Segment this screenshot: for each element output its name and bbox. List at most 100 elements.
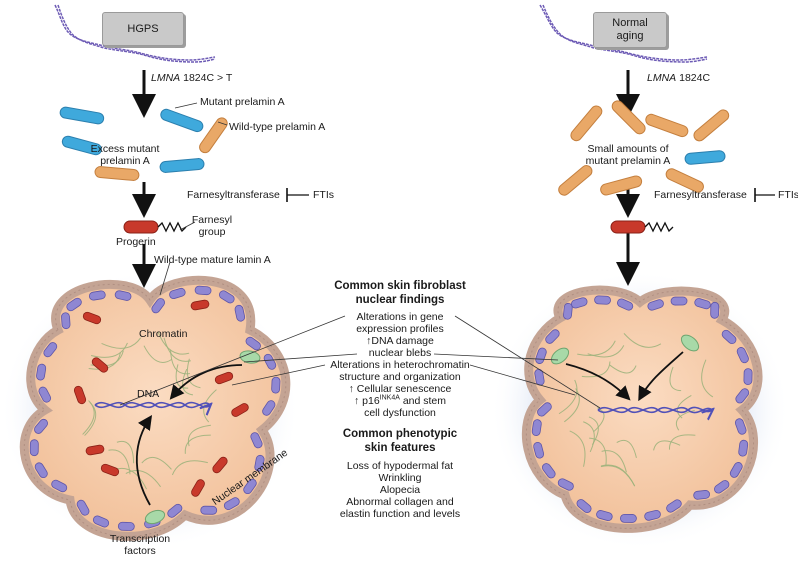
dna-label: DNA <box>137 388 160 400</box>
small-amounts-label: Small amounts of mutant prelamin A <box>578 143 678 167</box>
chromatin-fiber <box>601 450 627 473</box>
transcription-factor-r2 <box>680 334 700 352</box>
lamin-capsule <box>571 297 588 309</box>
lamin-capsule <box>545 329 560 344</box>
lamin-capsule <box>250 432 263 449</box>
chromatin-fiber <box>616 439 637 458</box>
left-gene-dna <box>54 4 216 63</box>
hgps-label: HGPS <box>127 22 159 35</box>
transcription-factors-label: Transcription factors <box>100 533 180 557</box>
finding-senescence: ↑ Cellular senescence <box>290 383 510 395</box>
feature-1: Loss of hypodermal fat <box>346 460 454 472</box>
chromatin-fiber <box>171 460 208 476</box>
chromatin-fiber <box>88 352 121 370</box>
right-gene-variant: 1824C <box>679 72 711 84</box>
left-prelamin-capsules <box>59 106 228 181</box>
lamin-capsule <box>734 418 747 435</box>
lamin-capsule <box>88 290 106 301</box>
lamin-capsule <box>245 336 261 351</box>
lamin-capsule <box>36 363 47 381</box>
feature-3: Alopecia <box>379 484 421 496</box>
feature-5: elastin function and levels <box>339 508 461 520</box>
lamin-capsule <box>254 454 265 472</box>
hgps-label-box: HGPS <box>102 12 184 46</box>
lamin-capsule <box>34 462 48 479</box>
right-gene-name: LMNA <box>647 72 677 84</box>
lamin-capsule <box>729 462 743 478</box>
progerin-molecule <box>123 220 187 234</box>
lamin-capsule <box>34 418 48 434</box>
lamin-capsule <box>533 441 545 459</box>
chromatin-fiber <box>587 345 625 358</box>
small-line2: mutant prelamin A <box>585 155 671 167</box>
right-lamin-ring <box>531 295 753 523</box>
lamin-capsule <box>710 301 720 319</box>
finding-nuclear-blebs: nuclear blebs <box>368 347 432 359</box>
chromatin-fiber <box>701 359 714 398</box>
lamin-capsule <box>76 499 90 516</box>
finding-p16: ↑ p16INK4A and stem <box>290 394 510 408</box>
chromatin-fiber <box>676 395 692 419</box>
p16-superscript: INK4A <box>379 394 400 402</box>
lamin-capsule <box>542 463 556 479</box>
chromatin-fiber <box>653 440 681 451</box>
right-gene-dna <box>539 4 708 63</box>
progerin-capsule <box>231 403 249 417</box>
up-arrow-icon: ↑ <box>348 383 354 395</box>
lamin-capsule <box>594 295 611 305</box>
lamin-capsule <box>151 298 165 314</box>
lamin-capsule <box>620 513 637 523</box>
finding-dna-damage: ↑DNA damage <box>290 335 510 347</box>
nuclear-findings-title: Common skin fibroblast nuclear findings <box>305 279 495 307</box>
excess-line2: prelamin A <box>100 155 150 167</box>
finding-gene-expr-2: expression profiles <box>356 323 444 335</box>
lamin-capsule <box>736 347 749 364</box>
finding-gene-expr-1: Alterations in gene <box>356 311 444 323</box>
up-arrow-icon: ↑ <box>353 395 360 407</box>
lamin-capsule <box>66 297 82 312</box>
chromatin-fiber <box>589 437 607 466</box>
lamin-capsule <box>117 521 135 531</box>
lamin-capsule <box>557 478 574 491</box>
left-fti-inhibitor <box>286 188 309 202</box>
lamin-capsule <box>721 329 737 345</box>
chromatin-fiber <box>668 434 696 450</box>
left-farnesyltransferase-label: Farnesyltransferase <box>187 189 280 201</box>
tf-to-dna-arrow <box>135 415 153 506</box>
phenotype-features-list: Loss of hypodermal fat Wrinkling Alopeci… <box>290 460 510 520</box>
right-progerin-molecule <box>610 220 674 234</box>
finding-hetero-2: structure and organization <box>339 371 461 383</box>
left-progerin-in-nucleus <box>73 299 249 497</box>
wildtype-mature-label: Wild-type mature lamin A <box>154 254 271 266</box>
lamin-capsule <box>617 298 634 311</box>
farnesyl-line1: Farnesyl <box>191 214 233 226</box>
chromatin-fiber <box>577 340 616 356</box>
tf-right-to-dna-arrow <box>169 364 243 400</box>
lamin-capsule <box>743 368 753 385</box>
lamin-capsule <box>271 376 281 394</box>
normal-aging-line2: aging <box>616 30 644 42</box>
excess-mutant-label: Excess mutant prelamin A <box>85 143 165 167</box>
chromatin-fiber <box>184 434 211 454</box>
lamin-capsule <box>223 497 240 510</box>
transcription-factor-bottom <box>144 509 166 525</box>
chromatin-fiber <box>564 388 580 423</box>
lamin-capsule <box>537 402 552 417</box>
up-arrow-icon: ↑ <box>366 335 372 347</box>
chromatin-fiber <box>163 337 191 362</box>
wildtype-prelamin-label: Wild-type prelamin A <box>229 121 326 133</box>
progerin-capsule <box>191 479 205 497</box>
progerin-capsule <box>73 385 87 405</box>
phenotype-title: Common phenotypic skin features <box>305 427 495 455</box>
farnesyl-line2: group <box>198 226 226 238</box>
left-ftis-label: FTIs <box>313 189 334 201</box>
chromatin-fiber <box>623 333 662 348</box>
chromatin-fiber <box>186 358 201 389</box>
leader-lines <box>119 102 601 409</box>
chromatin-fiber <box>600 465 636 487</box>
right-chromatin-fibers <box>558 333 714 487</box>
farnesyl-group-label: Farnesyl group <box>190 214 234 238</box>
progerin-capsule <box>214 371 234 385</box>
tf-line1: Transcription <box>109 533 171 545</box>
